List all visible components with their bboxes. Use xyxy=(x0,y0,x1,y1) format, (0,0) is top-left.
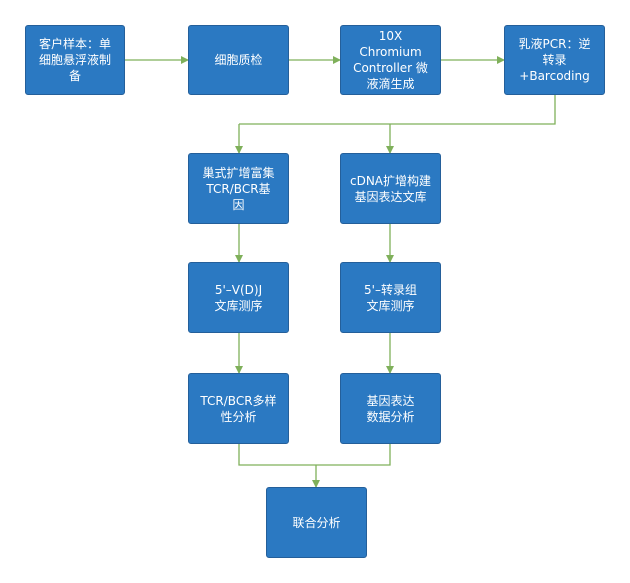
node-sample-prep-label: 客户样本：单 细胞悬浮液制 备 xyxy=(38,37,111,83)
node-transcriptome-sequencing: 5'–转录组 文库测序 xyxy=(340,262,441,333)
node-droplet-generation-label: 10X Chromium Controller 微 液滴生成 xyxy=(353,29,428,91)
node-expression-analysis-label: 基因表达 数据分析 xyxy=(366,393,415,424)
edge-pcr-split xyxy=(239,95,556,125)
node-cell-qc: 细胞质检 xyxy=(188,25,289,95)
node-droplet-generation: 10X Chromium Controller 微 液滴生成 xyxy=(340,25,441,95)
node-cell-qc-label: 细胞质检 xyxy=(214,53,263,67)
node-nested-amplification-label: 巢式扩增富集 TCR/BCR基 因 xyxy=(202,165,275,212)
node-transcriptome-sequencing-label: 5'–转录组 文库测序 xyxy=(364,282,417,313)
node-expression-analysis: 基因表达 数据分析 xyxy=(340,373,441,444)
node-vdj-sequencing-label: 5'–V(D)J 文库测序 xyxy=(214,282,263,313)
node-nested-amplification: 巢式扩增富集 TCR/BCR基 因 xyxy=(188,153,289,224)
node-sample-prep: 客户样本：单 细胞悬浮液制 备 xyxy=(25,25,125,95)
node-joint-analysis-label: 联合分析 xyxy=(292,515,341,530)
node-joint-analysis: 联合分析 xyxy=(266,487,367,558)
node-cdna-library-label: cDNA扩增构建 基因表达文库 xyxy=(349,173,432,204)
node-vdj-sequencing: 5'–V(D)J 文库测序 xyxy=(188,262,289,333)
node-diversity-analysis: TCR/BCR多样 性分析 xyxy=(188,373,289,444)
edge-diversity-merge xyxy=(238,444,391,466)
node-emulsion-pcr-label: 乳液PCR：逆 转录 +Barcoding xyxy=(518,37,591,83)
node-emulsion-pcr: 乳液PCR：逆 转录 +Barcoding xyxy=(504,25,605,95)
node-diversity-analysis-label: TCR/BCR多样 性分析 xyxy=(200,393,277,424)
node-cdna-library: cDNA扩增构建 基因表达文库 xyxy=(340,153,441,224)
